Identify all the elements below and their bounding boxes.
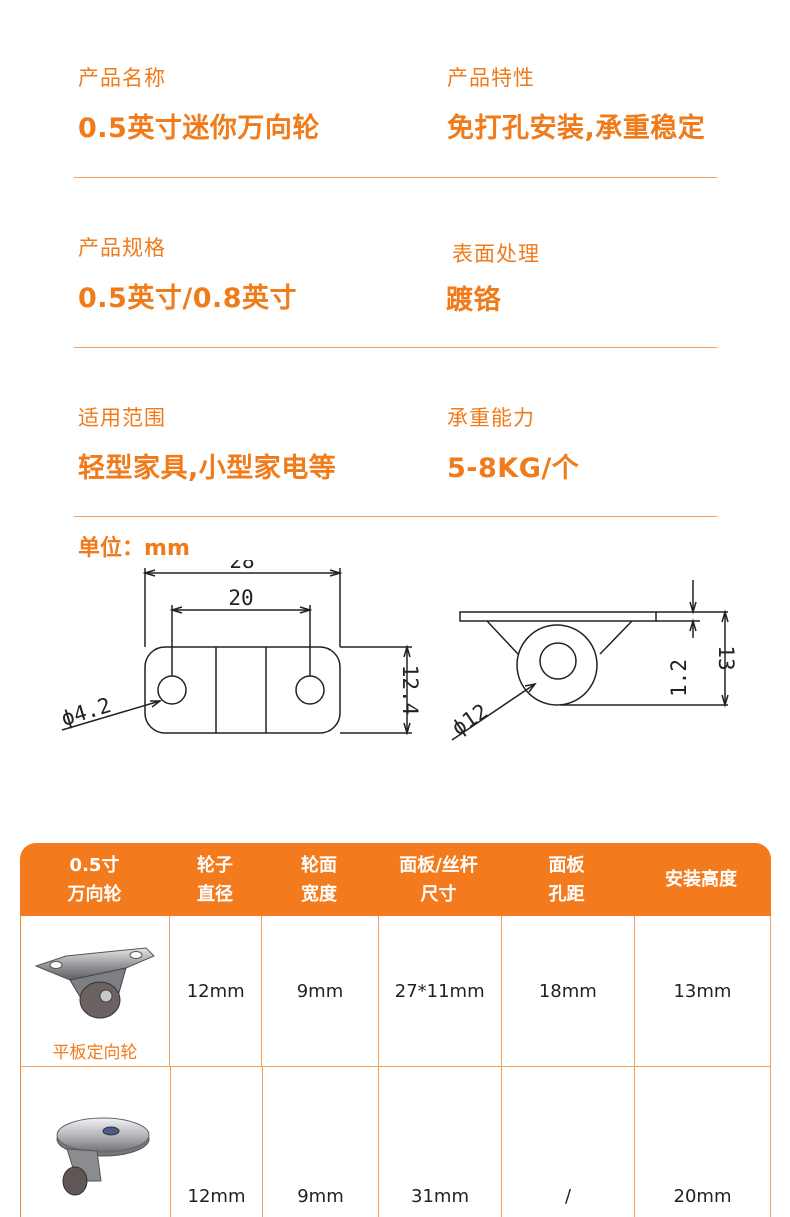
table-header: 0.5寸万向轮 轮子直径 轮面宽度 面板/丝杆尺寸 面板孔距 安装高度 [20, 843, 771, 916]
mount-hole-right [295, 675, 325, 705]
divider [74, 516, 717, 517]
unit-label: 单位： [78, 536, 145, 561]
product-caption: 平板定向轮 [52, 1043, 138, 1063]
unit-note: 单位：mm [78, 530, 190, 562]
spec-product-name: 产品名称 0.5英寸迷你万向轮 [78, 62, 320, 145]
spec-value: 免打孔安装,承重稳定 [447, 113, 706, 144]
cell-width: 9mm [262, 916, 379, 1066]
header-diameter: 轮子直径 [197, 854, 233, 905]
spec-label: 表面处理 [452, 242, 540, 266]
product-cell [21, 1067, 171, 1217]
header-install-height: 安装高度 [665, 869, 737, 890]
cell-panel-size: 27*11mm [379, 916, 502, 1066]
spec-surface-treatment: 表面处理 踱铬 [446, 238, 540, 317]
dimension-drawings: 28 20 12.4 ϕ4.2 ϕ12 1.2 13 [58, 560, 738, 741]
dim-mount-height: 13 [714, 645, 738, 670]
spec-label: 产品特性 [447, 66, 535, 90]
spec-product-features: 产品特性 免打孔安装,承重稳定 [447, 62, 705, 145]
axle [539, 642, 577, 680]
spec-product-size: 产品规格 0.5英寸/0.8英寸 [78, 232, 297, 315]
table-row: 12mm 9mm 31mm / 20mm [20, 1067, 771, 1217]
plate-outline [144, 646, 341, 734]
wheel [516, 624, 598, 706]
header-model: 0.5寸万向轮 [67, 854, 122, 905]
spec-value: 踱铬 [446, 285, 501, 316]
spec-table: 0.5寸万向轮 轮子直径 轮面宽度 面板/丝杆尺寸 面板孔距 安装高度 [20, 843, 771, 1217]
spec-label: 承重能力 [447, 406, 535, 430]
divider [74, 347, 717, 348]
cell-hole-spacing: 18mm [502, 916, 635, 1066]
round-plate-caster-image [56, 1117, 149, 1196]
side-plate [459, 611, 657, 622]
header-panel-size: 面板/丝杆尺寸 [399, 854, 478, 905]
dim-plate-width: 28 [229, 560, 254, 573]
spec-label: 适用范围 [78, 406, 166, 430]
dim-plate-thickness: 1.2 [667, 659, 691, 697]
header-hole-spacing: 面板孔距 [548, 854, 585, 905]
fixed-plate-caster-image [34, 947, 155, 1019]
spec-load-capacity: 承重能力 5-8KG/个 [447, 402, 579, 485]
spec-application: 适用范围 轻型家具,小型家电等 [78, 402, 336, 485]
dim-hole-spacing: 20 [228, 586, 253, 610]
divider [74, 177, 717, 178]
unit-value: mm [144, 536, 190, 561]
cell-install-height: 13mm [635, 916, 771, 1066]
table-row: 平板定向轮 12mm 9mm 27*11mm 18mm 13mm [20, 916, 771, 1067]
cell-panel-size: 31mm [379, 1067, 502, 1217]
cell-diameter: 12mm [170, 916, 263, 1066]
cell-hole-spacing: / [502, 1067, 635, 1217]
dim-wheel-diameter: ϕ12 [447, 699, 492, 740]
spec-label: 产品名称 [78, 66, 166, 90]
header-width: 轮面宽度 [301, 854, 337, 905]
dim-hole-diameter: ϕ4.2 [58, 693, 113, 731]
spec-value: 0.5英寸迷你万向轮 [78, 113, 320, 144]
dim-plate-height: 12.4 [398, 665, 422, 716]
spec-value: 5-8KG/个 [447, 453, 580, 484]
mount-hole-left [157, 675, 187, 705]
spec-value: 0.5英寸/0.8英寸 [78, 283, 298, 314]
cell-install-height: 20mm [635, 1067, 771, 1217]
cell-width: 9mm [263, 1067, 379, 1217]
cell-diameter: 12mm [171, 1067, 263, 1217]
spec-label: 产品规格 [78, 236, 166, 260]
product-cell: 平板定向轮 [21, 916, 170, 1066]
spec-value: 轻型家具,小型家电等 [78, 453, 337, 484]
